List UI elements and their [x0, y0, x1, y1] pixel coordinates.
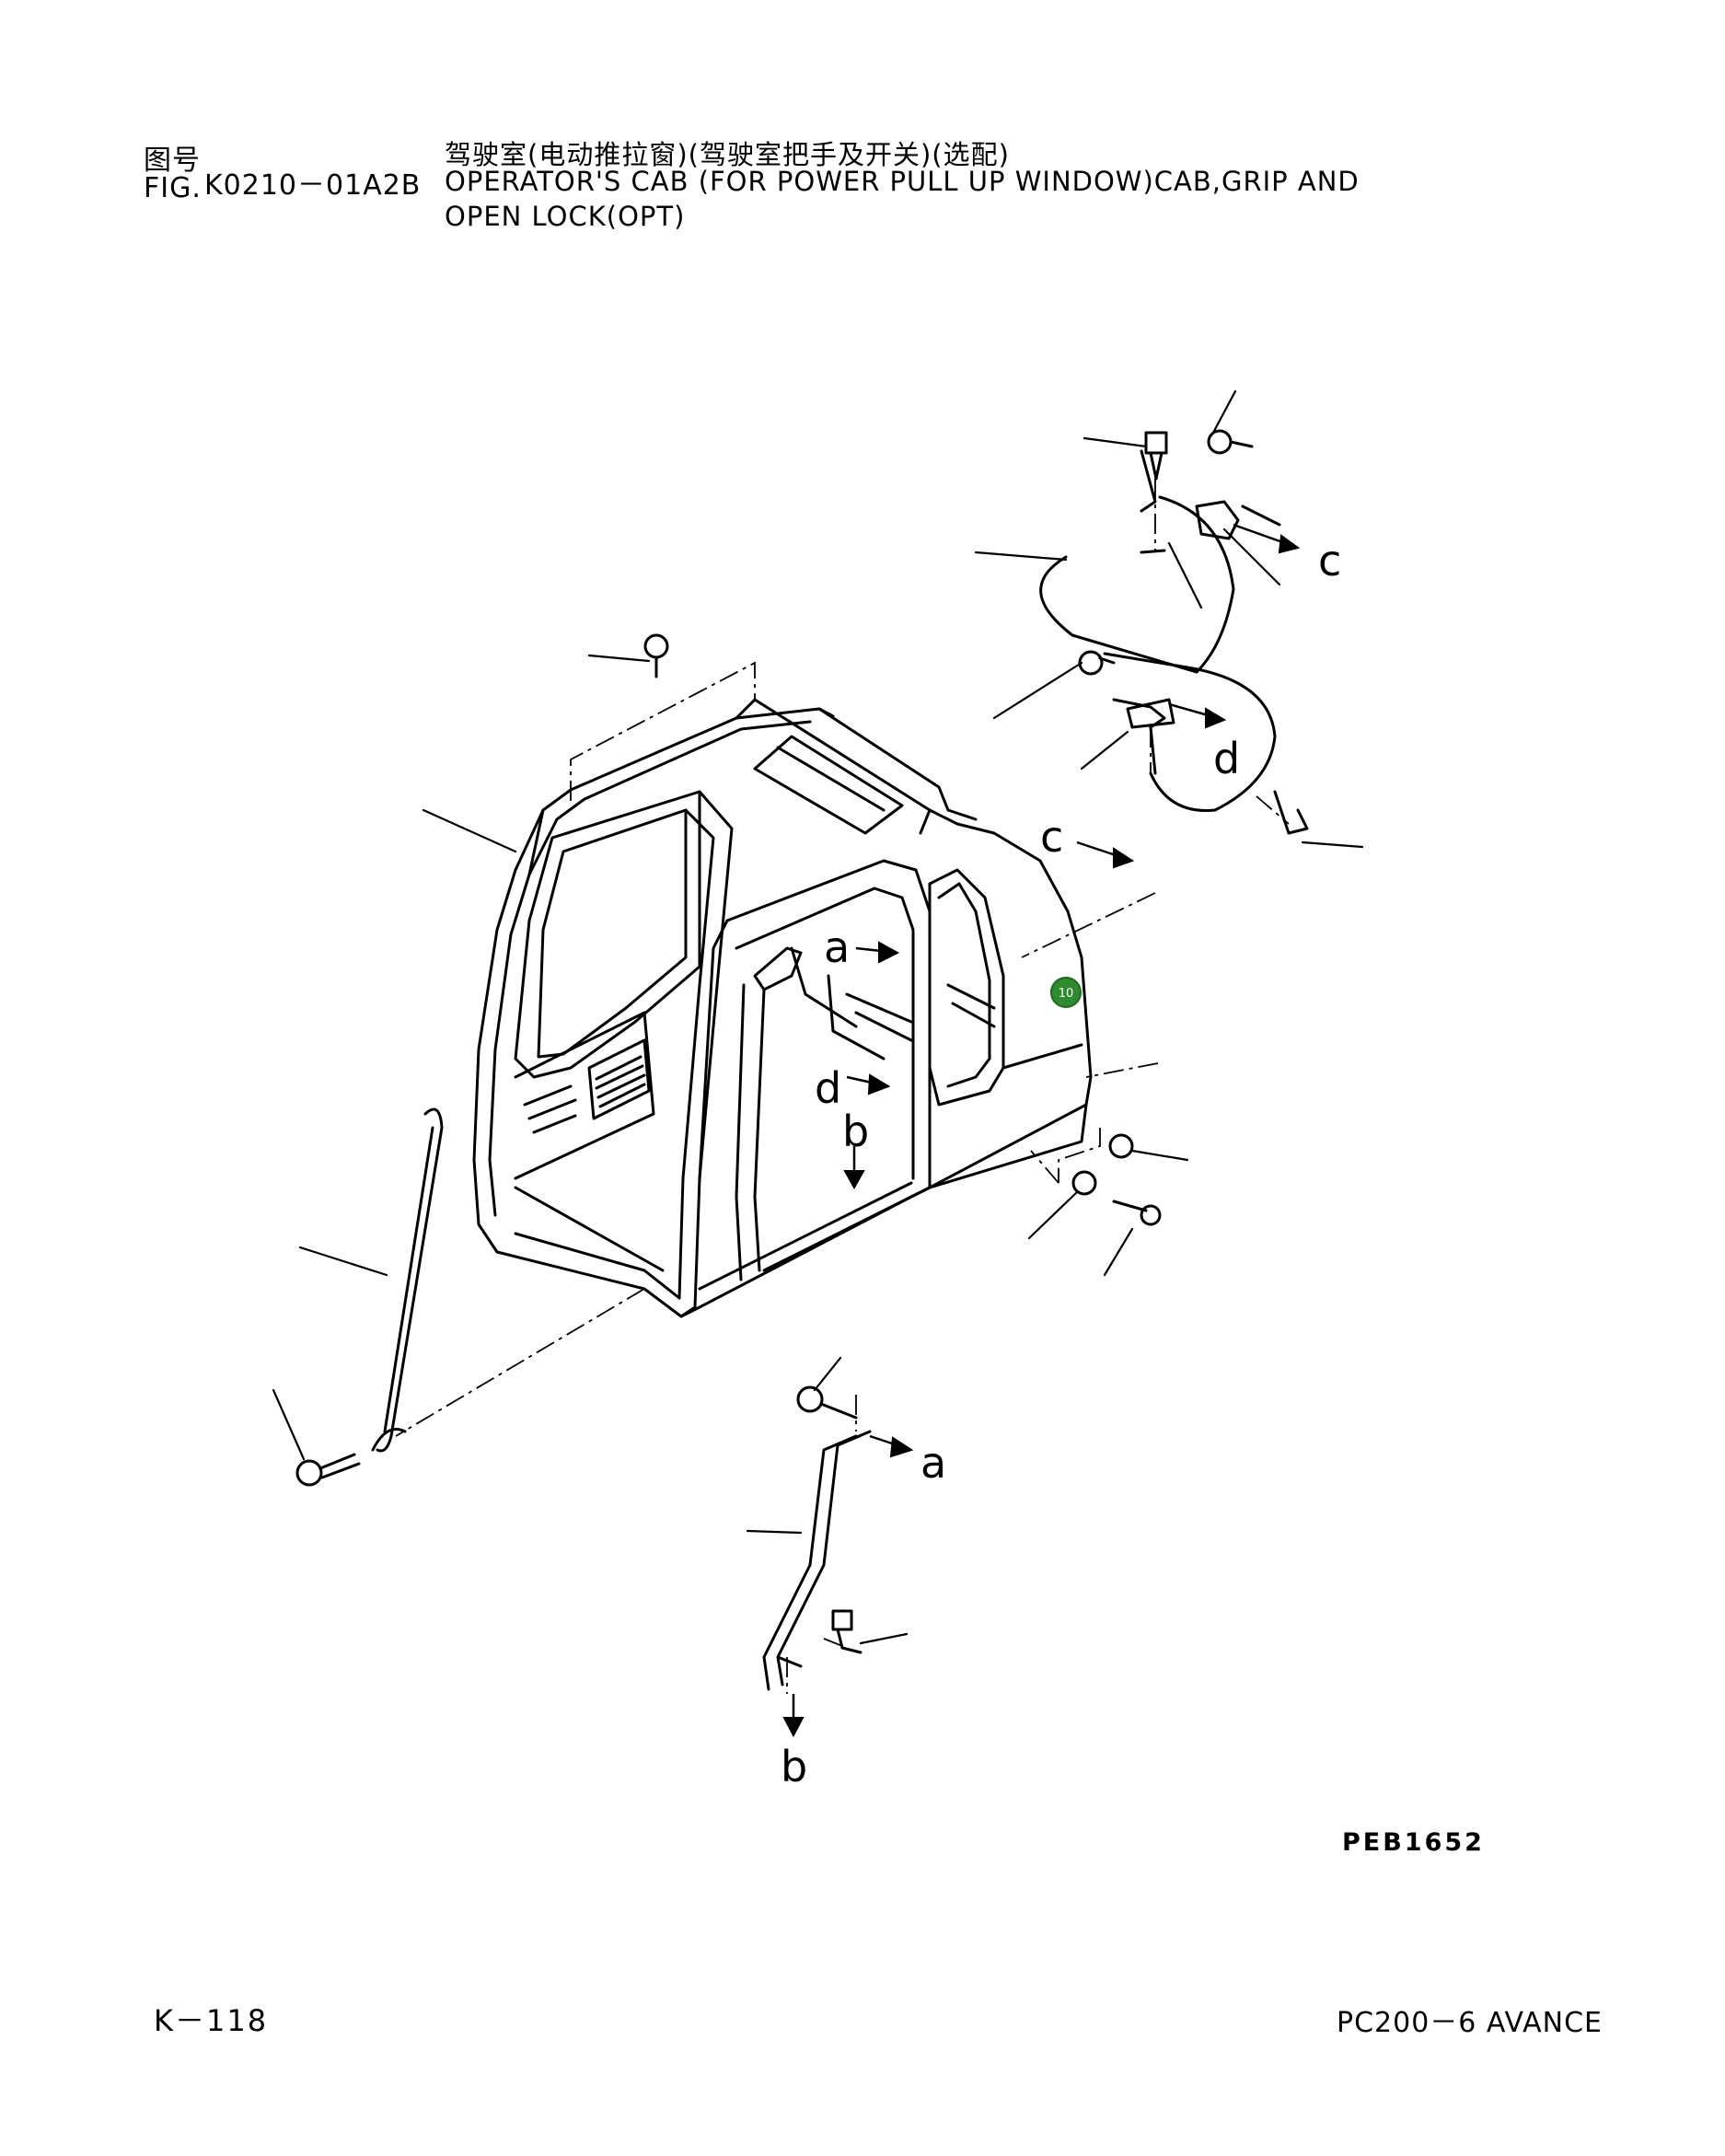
ref-letter-d-1: d [1213, 734, 1240, 783]
top-grip-assembly [1039, 429, 1281, 674]
callout-marker[interactable]: 10 [1050, 977, 1082, 1008]
callout-marker-circle[interactable] [1050, 977, 1082, 1008]
fig-label-cn: 图号 [144, 145, 201, 177]
ref-letter-b-2: b [781, 1742, 807, 1791]
fig-label-en: FIG. [144, 172, 202, 204]
ref-letter-c-1: c [1318, 536, 1341, 585]
ref-letter-a-2: a [920, 1438, 946, 1488]
ref-letter-c-2: c [1040, 812, 1063, 862]
reference-letters: c d c a d b a b [781, 536, 1341, 1791]
cab-frame [472, 698, 1093, 1318]
title-en-line1: OPERATOR'S CAB (FOR POWER PULL UP WINDOW… [445, 166, 1360, 197]
lower-grip-rod [762, 1385, 872, 1691]
ref-letter-b-1: b [842, 1107, 869, 1156]
page-number: K－118 [154, 2003, 269, 2038]
leader-lines [272, 389, 1364, 1645]
model-name: PC200－6 AVANCE [1337, 2007, 1603, 2039]
left-grip-rod [295, 1107, 444, 1487]
callout-marker-label: 10 [1059, 987, 1074, 1001]
right-fasteners [643, 633, 1162, 1226]
title-en-line2: OPEN LOCK(OPT) [445, 201, 686, 232]
reference-arrows [782, 523, 1301, 1738]
ref-letter-d-2: d [815, 1063, 841, 1113]
title-cn: 驾驶室(电动推拉窗)(驾驶室把手及开关)(选配) [445, 139, 1010, 170]
fig-label: 图号 FIG. [144, 147, 202, 203]
phantom-lines [395, 479, 1290, 1694]
ref-letter-a-1: a [824, 922, 850, 972]
fig-number: K0210－01A2B [204, 169, 422, 202]
drawing-code: PEB1652 [1342, 1828, 1485, 1857]
